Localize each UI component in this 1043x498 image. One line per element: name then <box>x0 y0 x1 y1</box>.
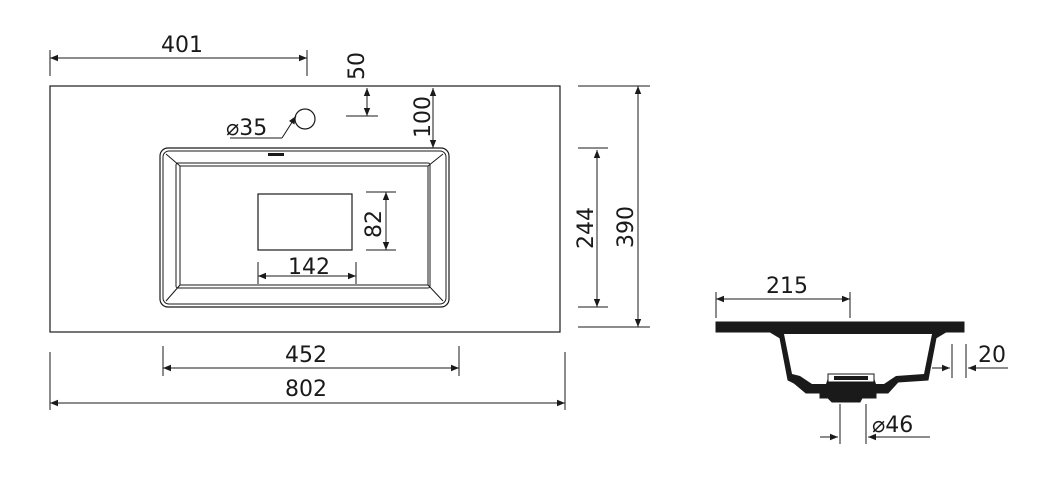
dim-overall-width: 802 <box>49 352 566 410</box>
tap-hole <box>294 108 316 130</box>
dim-profile-top-width-label: 215 <box>766 274 808 299</box>
dim-slab-thickness-label: 20 <box>978 343 1006 368</box>
bowl-floor-outline <box>179 165 429 286</box>
dim-tap-offset-label: 401 <box>161 33 203 58</box>
dim-bowl-top-offset-label: 100 <box>411 96 436 138</box>
bowl-rim-outline <box>162 150 447 305</box>
dim-profile-top-width: 215 <box>715 274 851 318</box>
dim-overall-depth: 390 <box>578 85 650 328</box>
dim-tap-hole-depth-label: 50 <box>345 52 370 80</box>
profile-bowl-cavity <box>784 334 932 384</box>
dim-bowl-depth: 244 <box>574 147 608 308</box>
dim-drain-height: 82 <box>362 191 396 251</box>
bowl-basin-outline <box>175 162 431 289</box>
dim-tap-hole-diameter-label: ⌀35 <box>226 116 267 141</box>
dim-bowl-depth-label: 244 <box>574 207 599 249</box>
countertop-outline <box>49 85 561 333</box>
dim-overall-depth-label: 390 <box>614 206 639 248</box>
dim-tap-offset: 401 <box>49 33 308 76</box>
overflow-slot <box>268 153 284 156</box>
dim-bowl-width-label: 452 <box>285 343 327 368</box>
dim-drain-diameter-label: ⌀46 <box>872 413 913 438</box>
dim-slab-thickness: 20 <box>932 343 1008 378</box>
bowl-outer-outline <box>159 147 450 308</box>
top-view: 401 50 100 ⌀35 82 <box>49 33 650 410</box>
dim-drain-height-label: 82 <box>362 210 387 238</box>
dim-tap-hole-diameter: ⌀35 <box>226 115 297 141</box>
dim-bowl-top-offset: 100 <box>411 88 437 148</box>
bowl-corner-bevels <box>165 153 444 302</box>
drain-outline <box>257 193 353 251</box>
side-profile: 215 20 ⌀46 <box>715 274 1008 444</box>
dim-drain-width: 142 <box>257 255 357 284</box>
dim-bowl-width: 452 <box>162 343 460 376</box>
dim-drain-diameter: ⌀46 <box>820 404 930 444</box>
profile-drain-plug-cap <box>834 376 868 380</box>
dim-overall-width-label: 802 <box>285 377 327 402</box>
dim-drain-width-label: 142 <box>288 255 330 280</box>
dim-tap-hole-depth: 50 <box>345 52 378 117</box>
